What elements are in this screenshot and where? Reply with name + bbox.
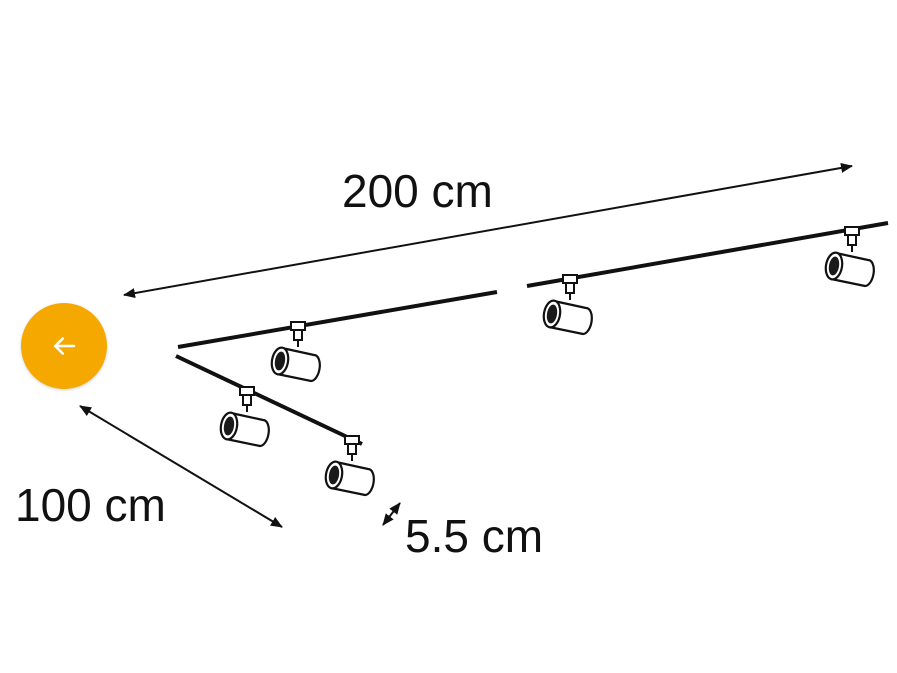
track-rail-left: [177, 290, 498, 349]
dimension-arrow-width: [382, 502, 401, 526]
length-long-label: 200 cm: [342, 165, 493, 217]
track-width-label: 5.5 cm: [405, 510, 543, 562]
length-short-label: 100 cm: [15, 479, 166, 531]
arrow-left-icon: [54, 337, 76, 355]
spotlight: [322, 434, 375, 497]
dimension-arrow-short: [79, 405, 283, 528]
spotlight: [822, 225, 875, 288]
back-button[interactable]: [21, 303, 107, 389]
dimension-arrow-long: [123, 162, 853, 299]
track-rail-short: [175, 354, 363, 446]
